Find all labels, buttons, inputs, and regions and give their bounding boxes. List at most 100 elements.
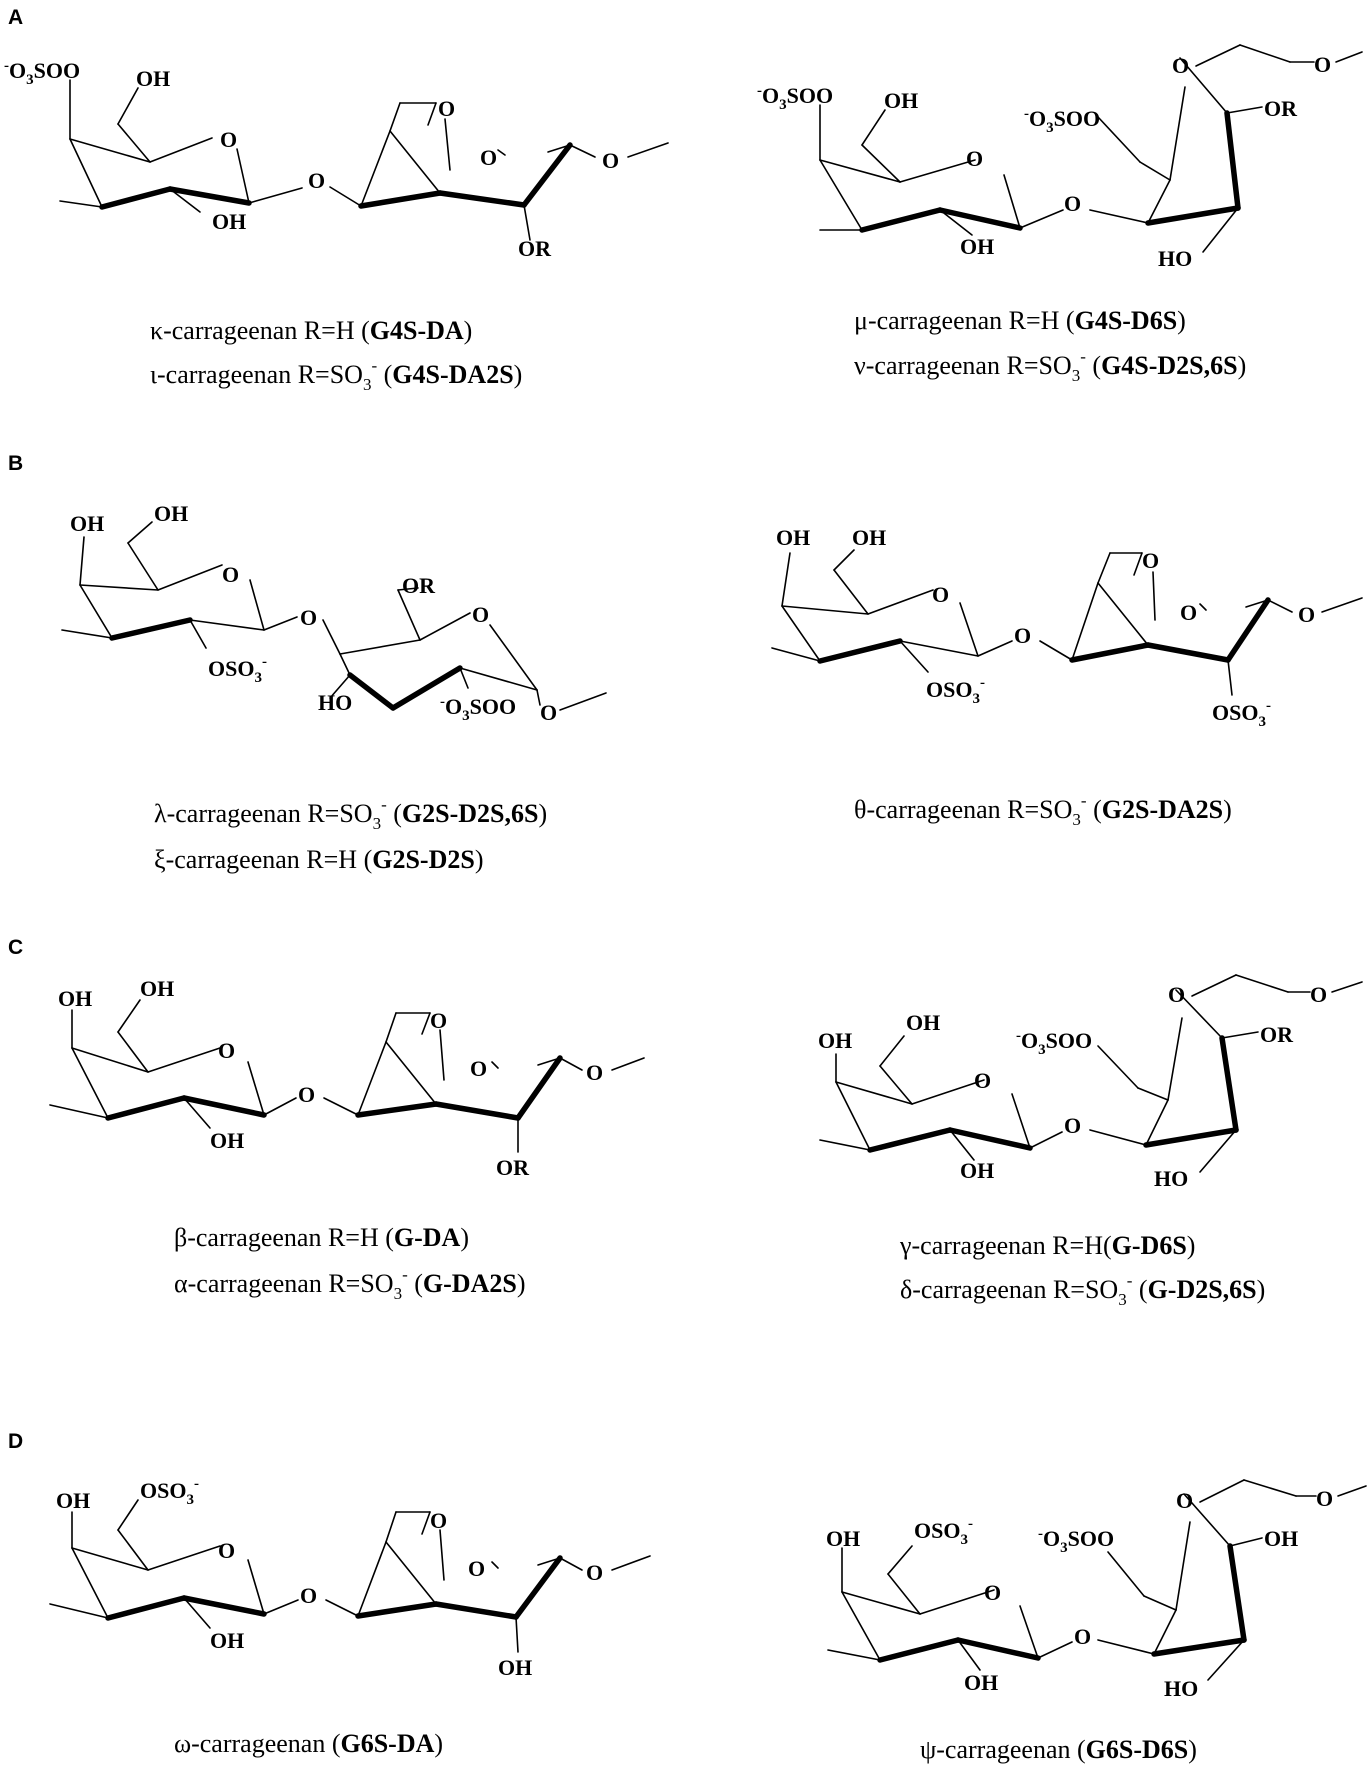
svg-text:O: O bbox=[966, 146, 983, 171]
svg-text:O: O bbox=[1298, 602, 1315, 627]
svg-text:O: O bbox=[586, 1060, 603, 1085]
structure-mu-nu: -O3SOO OH O O OH -O3SOO O O OR HO bbox=[757, 44, 1363, 271]
svg-text:OH: OH bbox=[210, 1128, 244, 1153]
svg-text:O: O bbox=[298, 1082, 315, 1107]
svg-text:O: O bbox=[1176, 1488, 1193, 1513]
svg-text:O: O bbox=[540, 700, 557, 725]
caption-beta: β-carrageenan R=H (G-DA) bbox=[174, 1223, 469, 1252]
svg-text:OH: OH bbox=[960, 234, 994, 259]
svg-text:O: O bbox=[1074, 1624, 1091, 1649]
caption-psi: ψ-carrageenan (G6S-D6S) bbox=[920, 1735, 1197, 1764]
svg-text:OH: OH bbox=[964, 1670, 998, 1695]
svg-text:O: O bbox=[1064, 191, 1081, 216]
caption-xi: ξ-carrageenan R=H (G2S-D2S) bbox=[154, 845, 484, 874]
svg-text:O: O bbox=[984, 1580, 1001, 1605]
svg-text:O: O bbox=[1310, 982, 1327, 1007]
svg-text:O: O bbox=[602, 148, 619, 173]
svg-text:O: O bbox=[300, 605, 317, 630]
svg-text:O: O bbox=[1064, 1113, 1081, 1138]
structure-psi: OH OSO3- O O OH -O3SOO O O OH HO bbox=[826, 1479, 1367, 1701]
svg-text:OH: OH bbox=[1264, 1526, 1298, 1551]
svg-text:O: O bbox=[1314, 52, 1331, 77]
caption-gamma: γ-carrageenan R=H(G-D6S) bbox=[899, 1231, 1195, 1260]
caption-iota: ι-carrageenan R=SO3- (G4S-DA2S) bbox=[150, 356, 522, 394]
svg-text:O: O bbox=[1168, 982, 1185, 1007]
svg-text:OH: OH bbox=[58, 986, 92, 1011]
caption-alpha: α-carrageenan R=SO3- (G-DA2S) bbox=[174, 1265, 526, 1303]
svg-text:O: O bbox=[218, 1038, 235, 1063]
caption-lambda: λ-carrageenan R=SO3- (G2S-D2S,6S) bbox=[154, 795, 547, 833]
svg-text:O: O bbox=[470, 1056, 487, 1081]
structure-kappa-iota: -O3SOO OH O O OH O O O OR bbox=[4, 58, 669, 261]
svg-text:-O3SOO: -O3SOO bbox=[4, 58, 80, 88]
svg-text:OSO3-: OSO3- bbox=[140, 1476, 199, 1508]
caption-omega: ω-carrageenan (G6S-DA) bbox=[174, 1729, 443, 1758]
panel-label-a: A bbox=[8, 6, 23, 29]
svg-text:O: O bbox=[1172, 53, 1189, 78]
caption-theta: θ-carrageenan R=SO3- (G2S-DA2S) bbox=[854, 791, 1232, 829]
svg-text:O: O bbox=[308, 168, 325, 193]
svg-text:OR: OR bbox=[1264, 96, 1298, 121]
svg-text:O: O bbox=[1142, 548, 1159, 573]
caption-mu: μ-carrageenan R=H (G4S-D6S) bbox=[854, 306, 1186, 335]
svg-text:O: O bbox=[480, 145, 497, 170]
svg-text:-O3SOO: -O3SOO bbox=[757, 83, 833, 113]
structure-gamma-delta: OH OH O O OH -O3SOO O O OR HO bbox=[818, 974, 1363, 1191]
svg-text:OH: OH bbox=[826, 1526, 860, 1551]
svg-text:-O3SOO: -O3SOO bbox=[440, 694, 516, 724]
svg-text:OH: OH bbox=[818, 1028, 852, 1053]
svg-text:OSO3-: OSO3- bbox=[1212, 698, 1271, 730]
svg-text:OH: OH bbox=[210, 1628, 244, 1653]
svg-text:OH: OH bbox=[70, 511, 104, 536]
svg-text:OH: OH bbox=[906, 1010, 940, 1035]
svg-text:OR: OR bbox=[518, 236, 552, 261]
svg-text:OH: OH bbox=[852, 525, 886, 550]
svg-text:OH: OH bbox=[56, 1488, 90, 1513]
svg-text:OH: OH bbox=[136, 66, 170, 91]
svg-text:OSO3-: OSO3- bbox=[208, 654, 267, 686]
svg-text:OH: OH bbox=[884, 88, 918, 113]
svg-text:HO: HO bbox=[1154, 1166, 1188, 1191]
svg-text:O: O bbox=[1180, 600, 1197, 625]
svg-text:-O3SOO: -O3SOO bbox=[1038, 1526, 1114, 1556]
svg-text:O: O bbox=[974, 1068, 991, 1093]
structure-omega: OH OSO3- O O OH O O O OH bbox=[49, 1476, 651, 1680]
svg-text:O: O bbox=[430, 1008, 447, 1033]
svg-text:OH: OH bbox=[140, 976, 174, 1001]
svg-text:OR: OR bbox=[402, 573, 436, 598]
svg-text:O: O bbox=[222, 562, 239, 587]
svg-text:-O3SOO: -O3SOO bbox=[1024, 106, 1100, 136]
svg-text:OSO3-: OSO3- bbox=[926, 675, 985, 707]
svg-text:OH: OH bbox=[154, 501, 188, 526]
svg-text:OH: OH bbox=[212, 209, 246, 234]
svg-text:OSO3-: OSO3- bbox=[914, 1516, 973, 1548]
panel-label-c: C bbox=[8, 936, 23, 959]
structure-beta-alpha: OH OH O O OH O O O OR bbox=[49, 976, 645, 1180]
svg-text:O: O bbox=[218, 1538, 235, 1563]
caption-delta: δ-carrageenan R=SO3- (G-D2S,6S) bbox=[900, 1271, 1265, 1309]
caption-nu: ν-carrageenan R=SO3- (G4S-D2S,6S) bbox=[854, 347, 1246, 385]
svg-text:OH: OH bbox=[776, 525, 810, 550]
svg-text:O: O bbox=[932, 582, 949, 607]
svg-text:HO: HO bbox=[1164, 1676, 1198, 1701]
structure-theta: OH OH O O OSO3- O O O OSO3- bbox=[771, 525, 1363, 730]
svg-text:O: O bbox=[300, 1583, 317, 1608]
caption-kappa: κ-carrageenan R=H (G4S-DA) bbox=[150, 316, 472, 345]
svg-text:O: O bbox=[472, 602, 489, 627]
svg-text:O: O bbox=[468, 1556, 485, 1581]
svg-text:HO: HO bbox=[318, 690, 352, 715]
svg-text:OR: OR bbox=[496, 1155, 530, 1180]
svg-text:OR: OR bbox=[1260, 1022, 1294, 1047]
svg-text:O: O bbox=[220, 127, 237, 152]
svg-text:O: O bbox=[438, 96, 455, 121]
svg-text:O: O bbox=[586, 1560, 603, 1585]
svg-text:-O3SOO: -O3SOO bbox=[1016, 1028, 1092, 1058]
panel-label-d: D bbox=[8, 1430, 23, 1453]
svg-text:O: O bbox=[1316, 1486, 1333, 1511]
svg-text:HO: HO bbox=[1158, 246, 1192, 271]
svg-text:O: O bbox=[430, 1508, 447, 1533]
svg-text:OH: OH bbox=[498, 1655, 532, 1680]
svg-text:OH: OH bbox=[960, 1158, 994, 1183]
svg-text:O: O bbox=[1014, 623, 1031, 648]
